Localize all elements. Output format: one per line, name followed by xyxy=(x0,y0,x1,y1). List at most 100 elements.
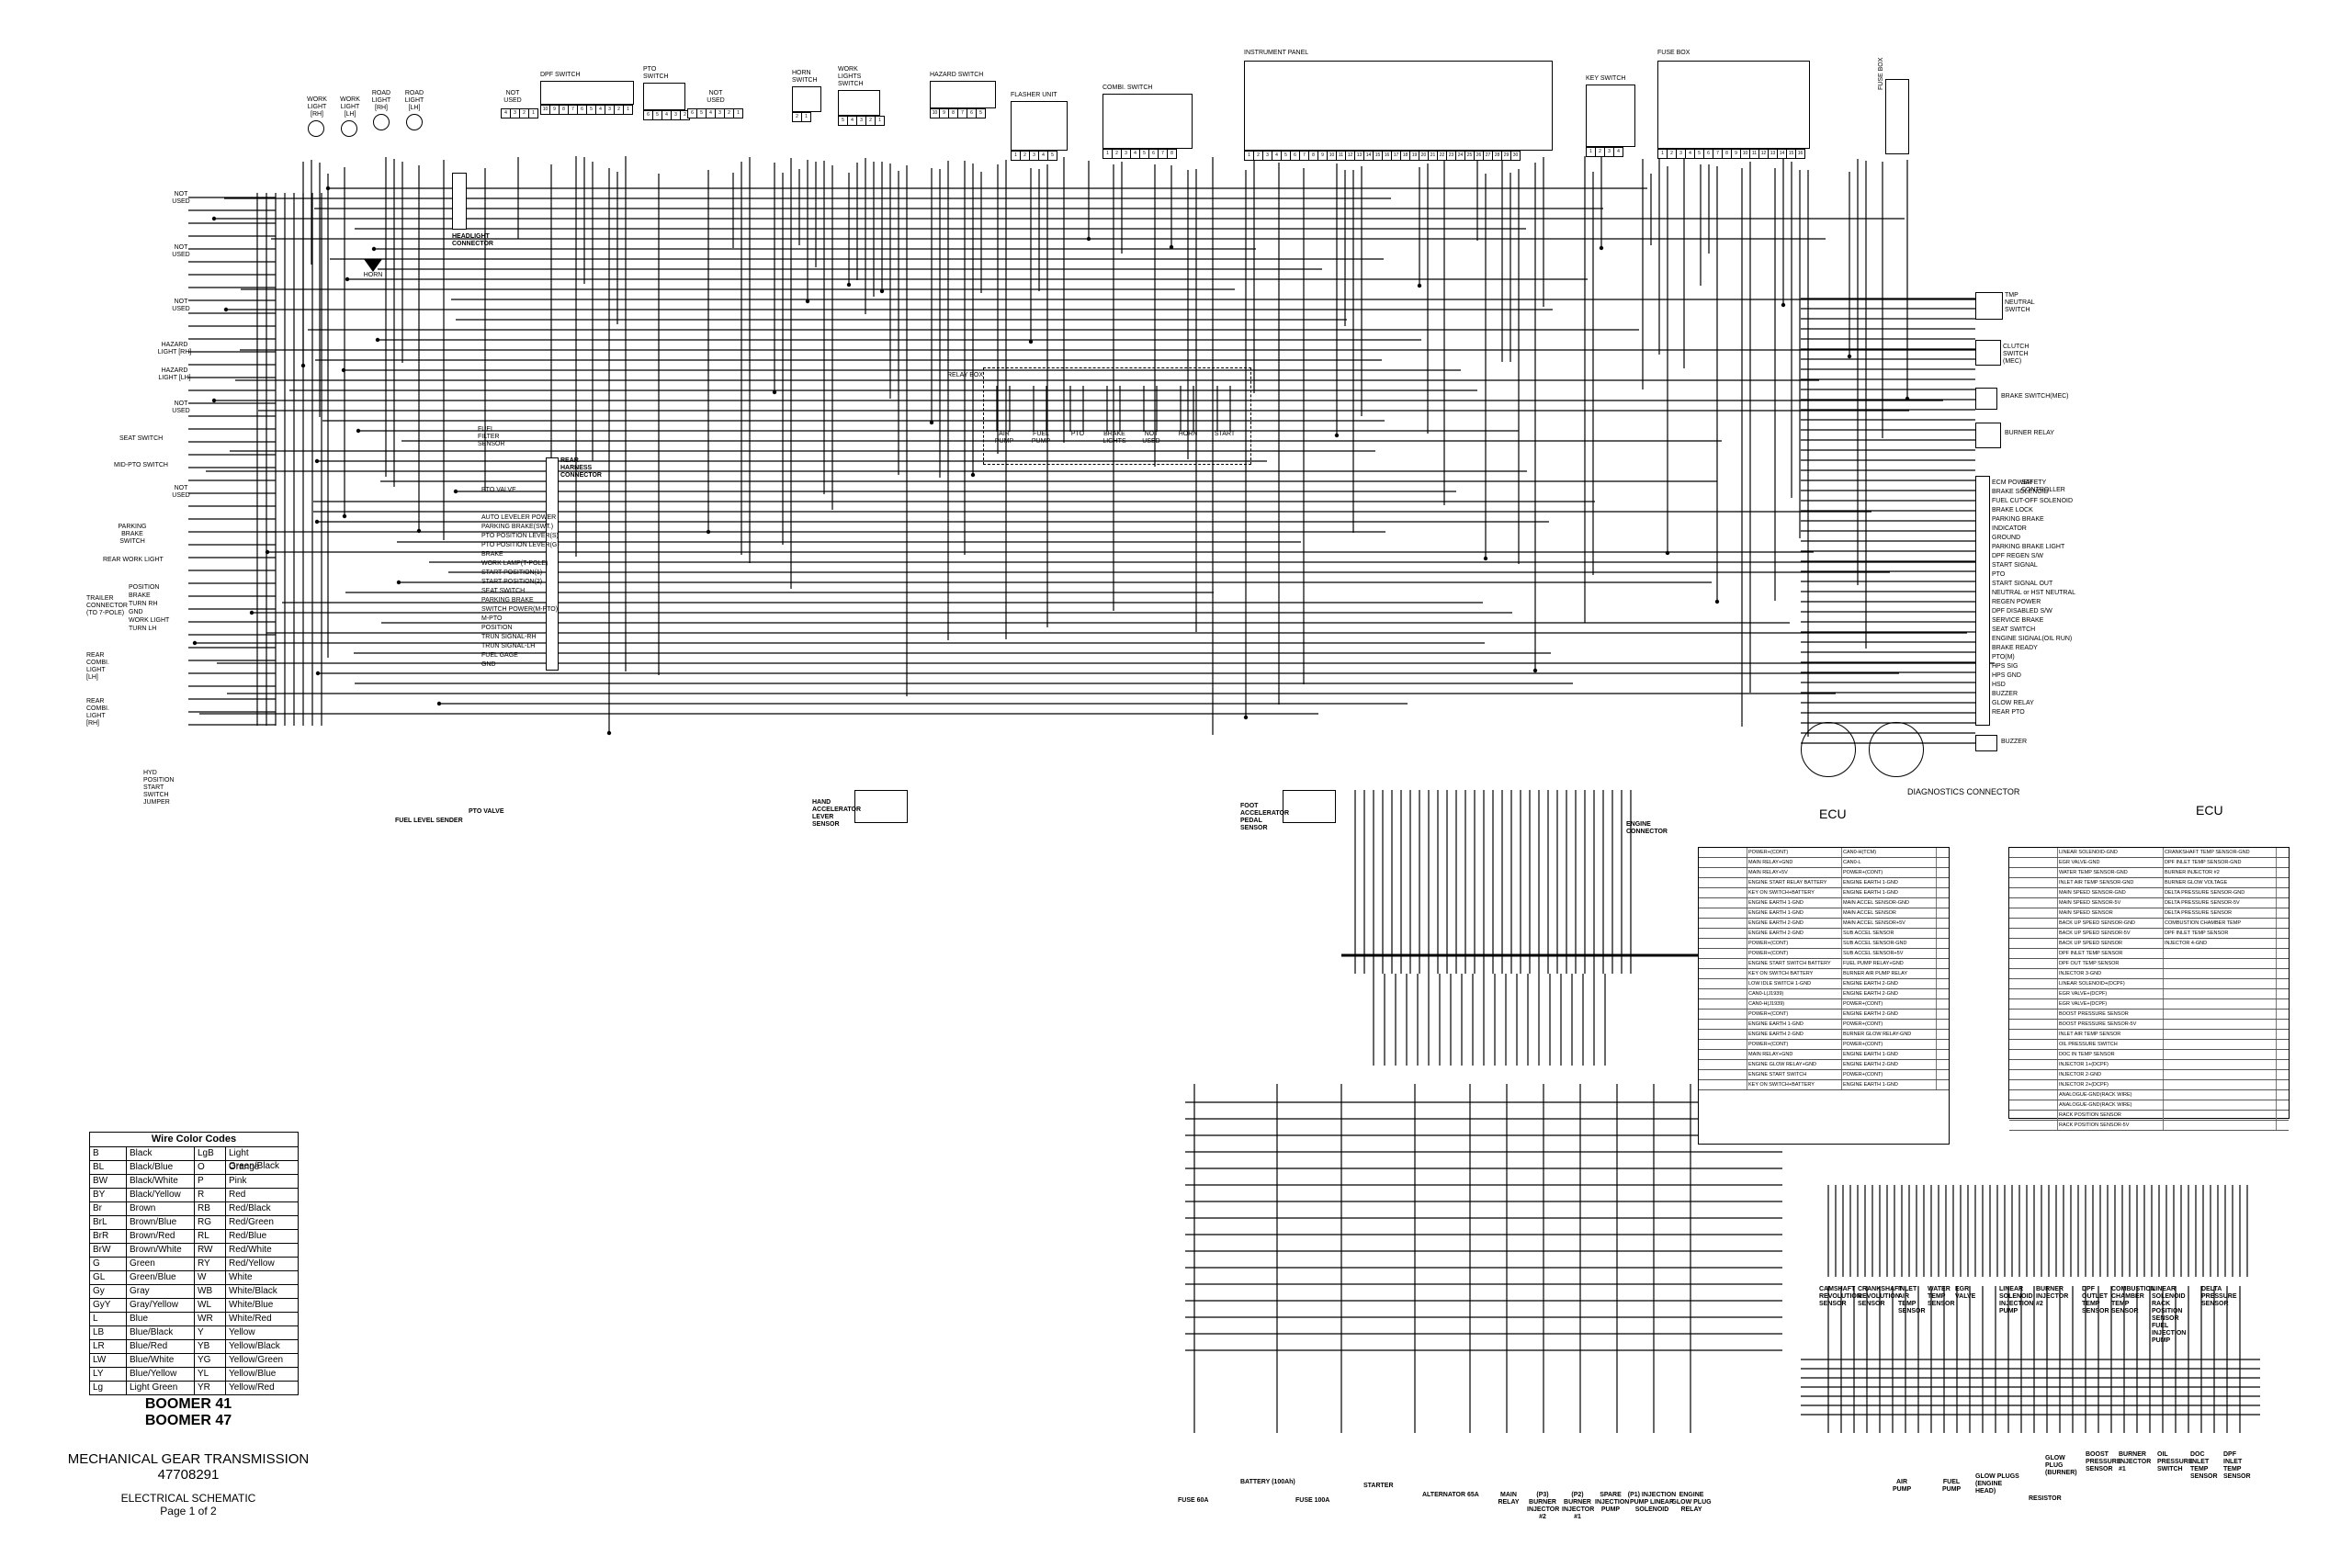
ecu1-cell: CAN0-L(J1939) xyxy=(1747,989,1842,998)
junction xyxy=(879,288,885,294)
junction xyxy=(1417,283,1422,288)
mid-pto-switch: MID-PTO SWITCH xyxy=(114,462,168,468)
ecu1-cell: FUEL PUMP RELAY+GND xyxy=(1842,959,1937,968)
diag-connector-a xyxy=(1801,722,1856,777)
ecu1-cell: CAN0-H(J1939) xyxy=(1747,999,1842,1009)
ecu1-cell: CAN0-L xyxy=(1842,858,1937,867)
safety-signal: BUZZER xyxy=(1992,691,2018,697)
ecu1-cell: SUB ACCEL SENSOR xyxy=(1842,929,1937,938)
wire-network xyxy=(188,156,2260,1433)
junction xyxy=(192,640,198,646)
safety-signal: ENGINE SIGNAL(OIL RUN) xyxy=(1992,636,2073,642)
ecu2-cell: INJECTOR 1+(DCPF) xyxy=(2058,1060,2164,1069)
horn-icon xyxy=(364,259,382,272)
horn: HORN xyxy=(356,259,390,279)
ecu1-cell: ENGINE EARTH 1-GND xyxy=(1842,1080,1937,1089)
instrument-panel-body xyxy=(1244,61,1553,151)
sensor-label: EGR VALVE xyxy=(1955,1286,1976,1300)
ecu2-cell: EGR VALVE-GND xyxy=(2058,858,2164,867)
ecu1-cell: ENGINE START SWITCH BATTERY xyxy=(1747,959,1842,968)
safety-signal: NEUTRAL or HST NEUTRAL xyxy=(1992,590,2076,596)
relay-brake-lights: BRAKE LIGHTS xyxy=(1102,431,1126,445)
ecu2-cell: MAIN SPEED SENSOR-5V xyxy=(2058,898,2164,908)
ecu1-cell: ENGINE EARTH 1-GND xyxy=(1842,878,1937,887)
junction xyxy=(211,398,217,403)
harness-signal: SEAT SWITCH xyxy=(481,588,526,594)
not-used-label: NOT USED xyxy=(707,90,725,104)
ecu1-cell: POWER+(CONT) xyxy=(1747,1010,1842,1019)
ecu1-cell: LOW IDLE SWITCH 1-GND xyxy=(1747,979,1842,988)
ecu1-cell: MAIN RELAY+GND xyxy=(1747,858,1842,867)
junction xyxy=(1847,354,1852,359)
ecu2-cell: INJECTOR 2+(DCPF) xyxy=(2058,1080,2164,1089)
junction xyxy=(375,337,380,343)
seat-switch: SEAT SWITCH xyxy=(119,435,164,442)
resistor: RESISTOR xyxy=(2029,1495,2062,1502)
junction xyxy=(342,513,347,519)
spare-injection-pump: SPARE INJECTION PUMP xyxy=(1595,1492,1630,1513)
junction xyxy=(1169,244,1174,250)
burner-injector-1: (P2) BURNER INJECTOR #1 xyxy=(1562,1492,1595,1520)
foot-accel-label: FOOT ACCELERATOR PEDAL SENSOR xyxy=(1240,803,1290,831)
tmp-neutral-label: TMP NEUTRAL SWITCH xyxy=(2005,292,2035,313)
safety-signal: HPS SIG xyxy=(1992,663,2018,670)
ecu1-cell: ENGINE EARTH 1-GND xyxy=(1747,898,1842,908)
hand-accelerator: HAND ACCELERATOR LEVER SENSOR xyxy=(812,790,908,828)
title-block: BOOMER 41 BOOMER 47 MECHANICAL GEAR TRAN… xyxy=(55,1396,322,1517)
ecu1-cell: CAN0-H(TCM) xyxy=(1842,848,1937,857)
relay-not-used: NOT USED xyxy=(1142,431,1160,445)
ecu2-cell: BURNER GLOW VOLTAGE xyxy=(2164,878,2277,887)
junction xyxy=(706,529,711,535)
junction xyxy=(300,363,306,368)
trailer-pin: TURN RH xyxy=(129,601,158,607)
sensor-label: CRANKSHAFT REVOLUTION SENSOR xyxy=(1858,1286,1903,1307)
ecu1-cell: MAIN ACCEL SENSOR xyxy=(1842,908,1937,918)
main-relay: MAIN RELAY xyxy=(1498,1492,1520,1506)
ecu1-cell: KEY ON SWITCH+BATTERY xyxy=(1747,1080,1842,1089)
ecu1-cell: ENGINE EARTH 2-GND xyxy=(1747,929,1842,938)
relay-box-label: RELAY BOX xyxy=(947,372,984,378)
trailer-pin: POSITION xyxy=(129,584,160,591)
safety-signal: DPF REGEN S/W xyxy=(1992,553,2044,559)
junction xyxy=(371,246,377,252)
hazard-switch-label: HAZARD SWITCH xyxy=(930,72,984,78)
safety-signal: REAR PTO xyxy=(1992,709,2025,716)
ecu2-cell: LINEAR SOLENOID+(DCPF) xyxy=(2058,979,2164,988)
engine-connector-label: ENGINE CONNECTOR xyxy=(1626,821,1668,835)
junction xyxy=(846,282,852,288)
harness-signal: PTO POSITION LEVER(G) xyxy=(481,542,560,548)
ecu2-cell: ANALOGUE-GND(RACK WIRE) xyxy=(2058,1090,2164,1100)
safety-signal: GROUND xyxy=(1992,535,2021,541)
harness-signal: TRUN SIGNAL-RH xyxy=(481,634,537,640)
rear-harness-title: REAR HARNESS CONNECTOR xyxy=(560,457,602,479)
rear-combi-light-rh: REAR COMBI. LIGHT [RH] xyxy=(86,698,109,727)
ecu1-cell: SUB ACCEL SENSOR+5V xyxy=(1842,949,1937,958)
trailer-pin: BRAKE xyxy=(129,592,151,599)
burner-relay: BURNER RELAY xyxy=(1975,423,2054,448)
lamp-icon xyxy=(341,120,357,137)
not-used-label: NOT USED xyxy=(503,90,522,104)
ecu2-cell: MAIN SPEED SENSOR xyxy=(2058,908,2164,918)
road-light-lh-label: ROAD LIGHT [LH] xyxy=(404,90,424,111)
fuel-pump: FUEL PUMP xyxy=(1942,1479,1962,1493)
starter: STARTER xyxy=(1363,1483,1394,1489)
ecu2-cell: DOC IN TEMP SENSOR xyxy=(2058,1050,2164,1059)
work-light-lh: WORK LIGHT [LH] xyxy=(336,96,362,139)
road-light-rh-label: ROAD LIGHT [RH] xyxy=(371,90,391,111)
page-number: Page 1 of 2 xyxy=(160,1505,217,1517)
harness-signal: START POSITION(2) xyxy=(481,579,543,585)
hazard-light-lh: HAZARD LIGHT [LH] xyxy=(158,367,191,381)
sensor-label: LINEAR SOLENOID RACK POSITION SENSOR FUE… xyxy=(2152,1286,2187,1344)
parking-brake-switch: PARKING BRAKE SWITCH xyxy=(118,524,147,545)
engine-glow-relay: ENGINE GLOW PLUG RELAY xyxy=(1671,1492,1712,1513)
junction xyxy=(772,389,777,395)
ecu1-cell: BURNER AIR PUMP RELAY xyxy=(1842,969,1937,978)
key-switch-label: KEY SWITCH xyxy=(1586,75,1626,82)
